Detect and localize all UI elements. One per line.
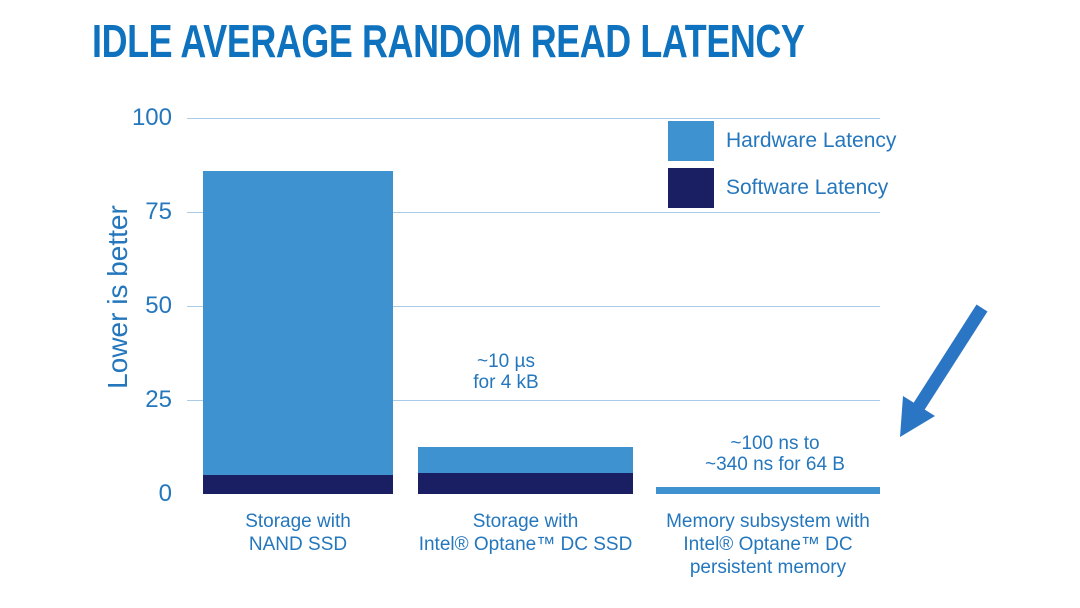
bar-segment-hardware-latency-0 (203, 170, 393, 476)
software-latency-swatch (668, 168, 714, 208)
category-label-line: Memory subsystem with (666, 511, 870, 532)
software-latency-label: Software Latency (726, 176, 889, 199)
category-label-line: Storage with (472, 511, 579, 532)
category-label-line: Intel® Optane™ DC SSD (418, 534, 633, 555)
y-tick-label: 0 (158, 480, 172, 507)
annotation-1: ~100 ns to~340 ns for 64 B (705, 433, 845, 475)
gridline (187, 400, 880, 401)
bar-segment-hardware-latency-1 (418, 447, 633, 474)
annotation-line: ~100 ns to (730, 433, 820, 454)
gridline (187, 306, 880, 307)
legend: Hardware Latency Software Latency (668, 121, 896, 215)
gridline (187, 118, 880, 119)
legend-item-software-latency: Software Latency (668, 168, 896, 208)
category-label-line: Intel® Optane™ DC (683, 534, 853, 555)
gridline (187, 212, 880, 213)
category-label-line: NAND SSD (248, 534, 348, 555)
y-axis-label: Lower is better (102, 205, 133, 389)
chart-title: IDLE AVERAGE RANDOM READ LATENCY (92, 15, 805, 67)
legend-item-hardware-latency: Hardware Latency (668, 121, 896, 161)
y-tick-label: 100 (131, 104, 172, 131)
annotation-line: ~340 ns for 64 B (705, 454, 845, 475)
annotation-line: ~10 µs (477, 351, 535, 372)
bar-segment-software-latency-1 (418, 473, 633, 494)
hardware-latency-label: Hardware Latency (726, 129, 897, 152)
bar-segment-software-latency-0 (203, 475, 393, 494)
bar-segment-hardware-latency-2 (656, 487, 880, 494)
category-label-line: Storage with (245, 511, 351, 532)
category-label-line: persistent memory (689, 557, 847, 578)
y-tick-label: 50 (145, 292, 172, 319)
y-tick-label: 25 (145, 386, 172, 413)
y-tick-label: 75 (145, 198, 172, 225)
annotation-line: for 4 kB (473, 372, 539, 393)
hardware-latency-swatch (668, 121, 714, 161)
